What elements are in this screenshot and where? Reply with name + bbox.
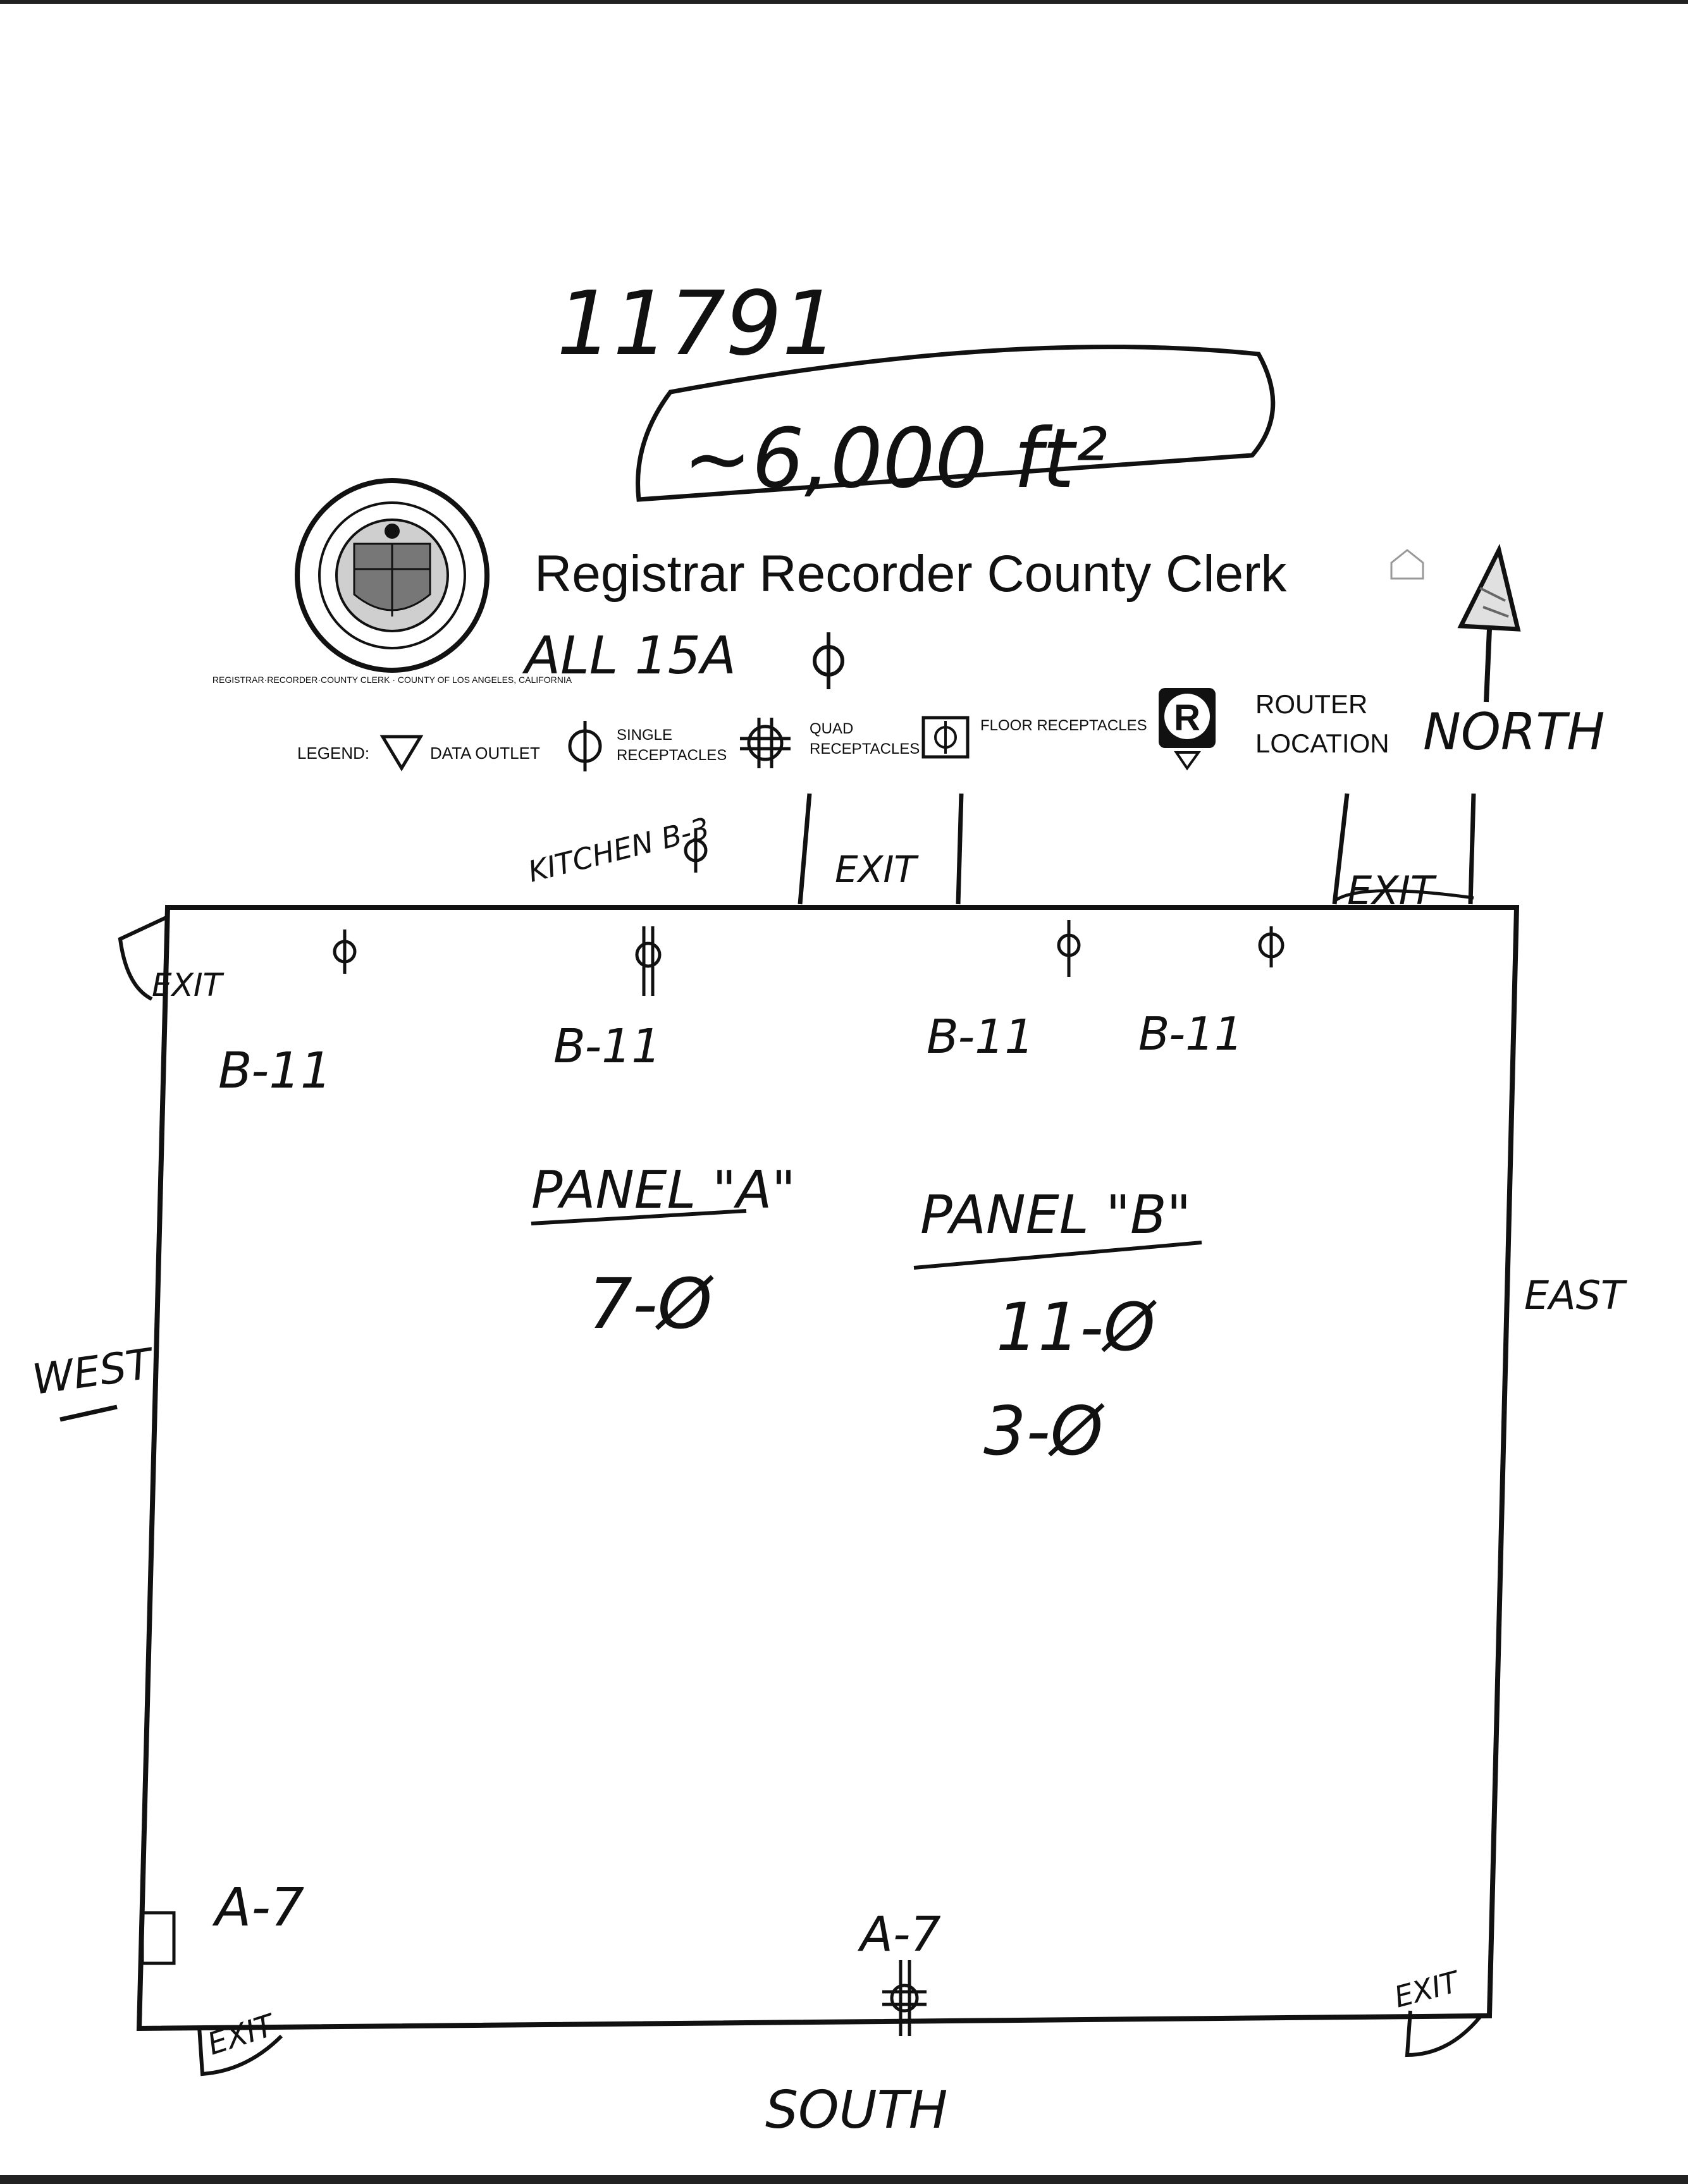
legend-quad-2: RECEPTACLES (810, 740, 920, 758)
circuit-label-b11: B-11 (927, 1010, 1034, 1064)
area-note: ~6,000 ft² (683, 410, 1107, 506)
legend-router-1: ROUTER (1255, 689, 1367, 719)
floor-plan-outline (118, 793, 1520, 2077)
west-underline (59, 1404, 118, 1422)
receptacle-marker (1057, 920, 1081, 977)
legend-single-2: RECEPTACLES (617, 747, 727, 764)
seal-text: REGISTRAR·RECORDER·COUNTY CLERK · COUNTY… (213, 675, 572, 685)
north-label: NORTH (1423, 702, 1605, 761)
south-label: SOUTH (765, 2080, 947, 2140)
receptacle-marker (684, 828, 708, 873)
panel-b-label: PANEL "B" (920, 1184, 1191, 1246)
circuit-label-a7: A-7 (857, 1906, 941, 1962)
circuit-label-b11: B-11 (1138, 1007, 1243, 1060)
home-icon (1390, 549, 1424, 580)
router-symbol: R (1174, 697, 1200, 739)
panel-a-value: 7-Ø (588, 1263, 714, 1344)
circuit-label-a7: A-7 (212, 1876, 304, 1938)
panel-b-value-1: 11-Ø (996, 1289, 1157, 1366)
exit-label-west: EXIT (152, 967, 225, 1003)
circuit-label-b11: B-11 (218, 1043, 332, 1100)
panel-a-label: PANEL "A" (531, 1160, 796, 1220)
legend-single-1: SINGLE (617, 727, 672, 744)
panel-b-underline (913, 1241, 1202, 1270)
single-receptacle-icon (568, 721, 602, 771)
voltage-note: ALL 15A (522, 626, 736, 686)
legend-data-outlet: DATA OUTLET (430, 744, 540, 763)
legend-title: LEGEND: (297, 744, 369, 763)
panel-b-value-2: 3-Ø (983, 1392, 1105, 1470)
exit-label-north-1: EXIT (835, 848, 919, 891)
quad-receptacle-icon (740, 718, 791, 768)
site-number: 11791 (557, 273, 838, 376)
data-outlet-icon (379, 735, 424, 771)
county-seal (295, 478, 490, 673)
receptacle-marker (882, 1960, 927, 2036)
legend-quad-1: QUAD (810, 720, 853, 737)
exit-label-north-2: EXIT (1347, 868, 1437, 914)
single-receptacle-icon (813, 632, 844, 689)
floor-receptacle-icon (921, 716, 970, 759)
router-location-icon (1159, 688, 1216, 771)
org-name: Registrar Recorder County Clerk (534, 545, 1287, 603)
area-note-outline (636, 345, 1276, 502)
receptacle-marker (1258, 926, 1284, 967)
panel-a-underline (531, 1209, 747, 1225)
north-arrow-icon (1457, 543, 1521, 702)
receptacle-marker (333, 929, 357, 974)
east-label: EAST (1524, 1272, 1627, 1318)
receptacle-marker (635, 926, 662, 996)
legend-floor: FLOOR RECEPTACLES (980, 717, 1147, 734)
circuit-label-b11: B-11 (553, 1019, 661, 1074)
legend-router-2: LOCATION (1255, 728, 1389, 758)
